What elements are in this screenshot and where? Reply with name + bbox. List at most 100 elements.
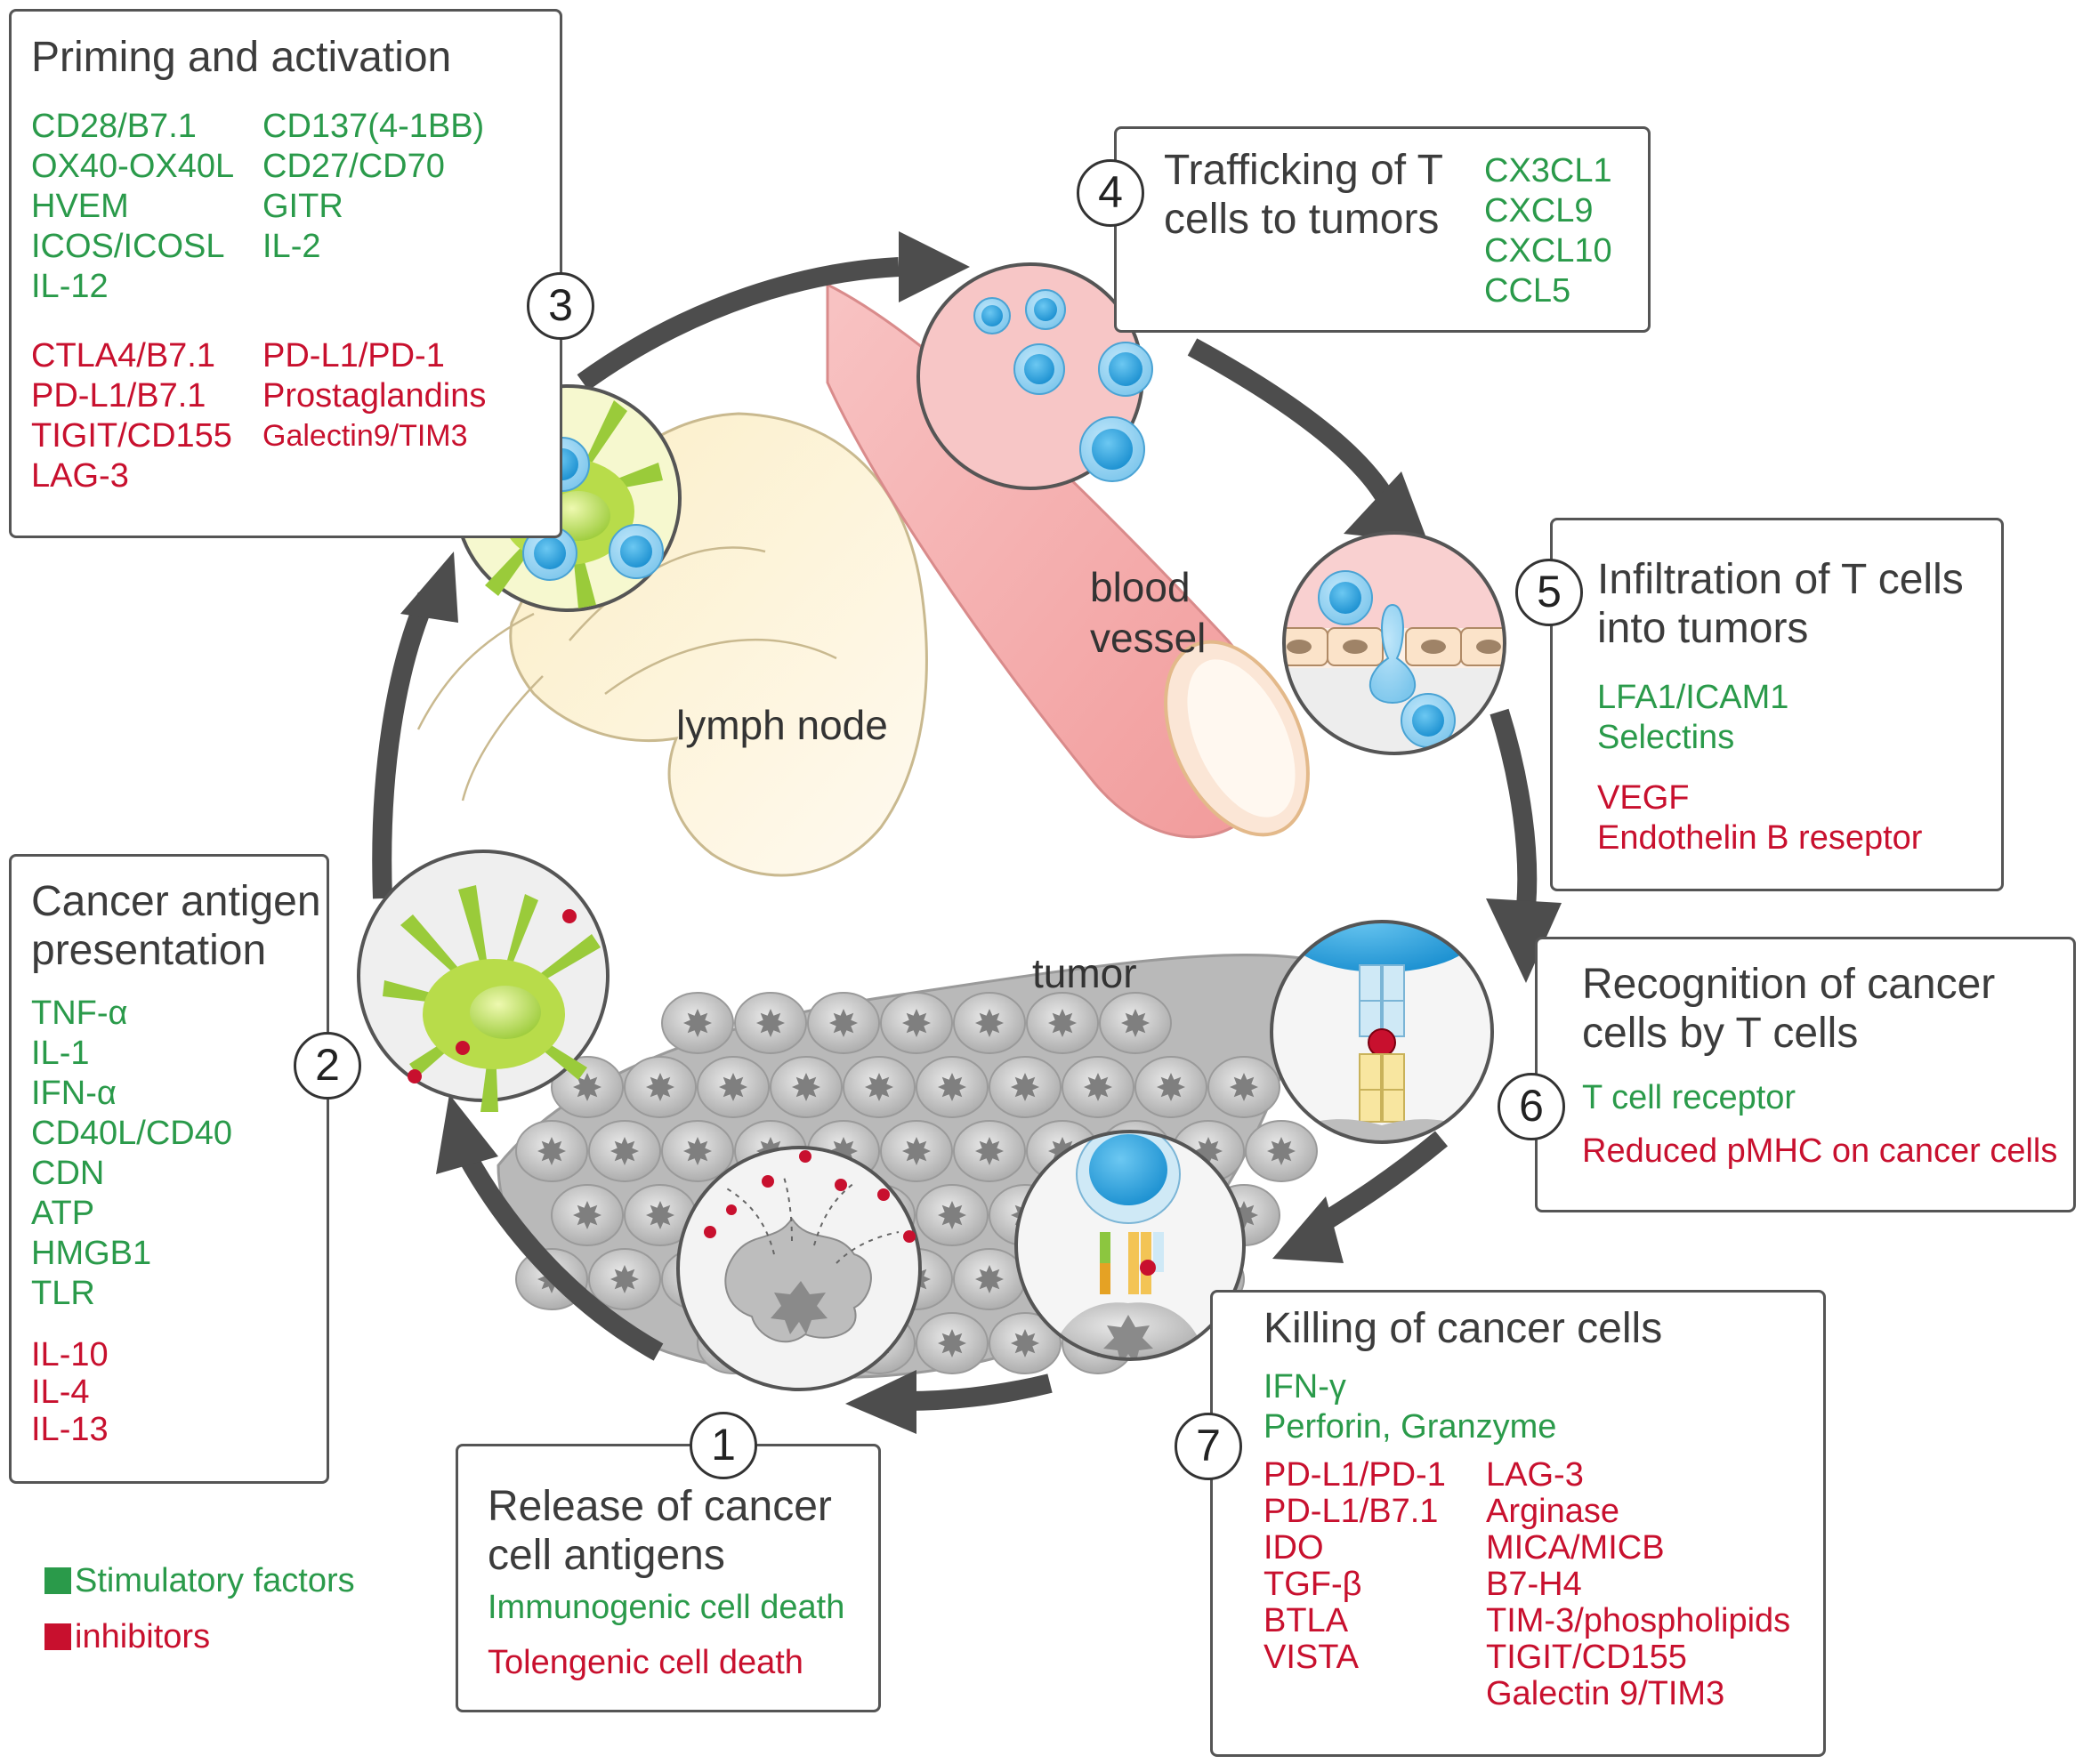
killing-inhibitors-left: PD-L1/PD-1 PD-L1/B7.1 IDO TGF-β BTLA VIS… [1264,1457,1446,1676]
tumor-cell-nucleus [646,1201,674,1229]
trafficking-title-line-1: Trafficking of T [1164,147,1443,194]
tumor-cell-nucleus [537,1137,566,1165]
tumor-cell-nucleus [975,1009,1004,1037]
legend-stimulatory-swatch [44,1567,71,1594]
recognition-inhibitors: Reduced pMHC on cancer cells [1582,1132,2057,1172]
recognition-stim-item: T cell receptor [1582,1079,1796,1116]
infiltration-inhib-item: VEGF [1597,779,1690,817]
antigen-presentation-title-line-1: Cancer antigen [31,878,321,925]
zoom-circle-trafficking [916,262,1153,490]
recognition-stimulatory: T cell receptor [1582,1078,1796,1118]
trafficking-stim-item: CXCL10 [1484,232,1612,270]
priming-stim-item: HVEM [31,188,129,225]
cycle-arrows [372,257,1538,1411]
antigen-presentation-stim-item: IL-1 [31,1035,90,1072]
priming-inhib-item: Prostaglandins [262,377,487,415]
killing-inhib-item: MICA/MICB [1486,1529,1665,1567]
zoom-circle-infiltration [1282,531,1506,755]
antigen-presentation-inhib-item: IL-4 [31,1373,90,1411]
killing-inhib-item: Galectin 9/TIM3 [1486,1675,1725,1712]
killing-inhib-item: PD-L1/PD-1 [1264,1456,1446,1494]
priming-stim-item: ICOS/ICOSL [31,228,225,265]
killing-inhib-item: Arginase [1486,1493,1619,1530]
antigen-presentation-stim-item: CD40L/CD40 [31,1115,232,1152]
killing-inhib-item: TIGIT/CD155 [1486,1639,1687,1676]
antigen-presentation-inhib-item: IL-10 [31,1336,109,1373]
priming-title: Priming and activation [31,34,452,81]
priming-stim-item: OX40-OX40L [31,148,235,185]
trafficking-stim-item: CXCL9 [1484,192,1594,230]
priming-stim-item: GITR [262,188,343,225]
tumor-cell-nucleus [865,1073,893,1101]
infiltration-stim-item: Selectins [1597,719,1735,756]
tumor-cell-nucleus [902,1009,931,1037]
priming-stim-item: IL-2 [262,228,321,265]
killing-inhib-item: PD-L1/B7.1 [1264,1493,1439,1530]
tumor-cell-nucleus [1267,1137,1296,1165]
tumor-cell-nucleus [719,1073,747,1101]
tumor-cell-nucleus [1084,1073,1112,1101]
killing-stimulatory: IFN-γ Perforin, Granzyme [1264,1367,1556,1447]
step-number-4: 4 [1077,159,1144,227]
tumor-cell-nucleus [683,1137,712,1165]
tumor-cell-nucleus [975,1265,1004,1293]
antigen-presentation-stim-item: TNF-α [31,995,128,1032]
killing-inhib-item: IDO [1264,1529,1324,1567]
killing-inhib-item: B7-H4 [1486,1566,1582,1603]
killing-inhib-item: VISTA [1264,1639,1359,1676]
tumor-cell-nucleus [938,1201,966,1229]
priming-inhib-item: TIGIT/CD155 [31,417,232,455]
zoom-circle-killing [1014,1130,1246,1361]
step-number-6: 6 [1498,1073,1565,1140]
zoom-circle-recognition [1270,920,1494,1144]
killing-inhibitors-right: LAG-3 Arginase MICA/MICB B7-H4 TIM-3/pho… [1486,1457,1790,1712]
box-infiltration [1550,518,2004,891]
infiltration-title-line-2: into tumors [1597,605,1809,652]
step-number-3: 3 [527,272,594,340]
priming-inhib-item: LAG-3 [31,457,129,495]
tumor-label: tumor [1032,950,1137,996]
priming-inhibitors-right: PD-L1/PD-1 Prostaglandins Galectin9/TIM3 [262,336,486,456]
zoom-circle-antigen-release [676,1146,922,1391]
recognition-inhib-item: Reduced pMHC on cancer cells [1582,1132,2058,1170]
killing-inhib-item: LAG-3 [1486,1456,1584,1494]
box-recognition [1535,937,2076,1212]
box-trafficking [1114,126,1651,333]
step-number-5: 5 [1515,559,1583,626]
tumor-cell-nucleus [938,1329,966,1357]
priming-inhib-item: CTLA4/B7.1 [31,337,215,375]
legend-stimulatory-label: Stimulatory factors [75,1562,355,1599]
antigen-presentation-inhibitors: IL-10 IL-4 IL-13 [31,1336,109,1448]
tumor-cell-nucleus [573,1073,601,1101]
infiltration-title-line-1: Infiltration of T cells [1597,556,1964,603]
antigen-release-inhibitors: Tolengenic cell death [488,1643,803,1683]
lymph-node-label: lymph node [676,702,888,748]
killing-inhib-item: BTLA [1264,1602,1349,1639]
tumor-cell-nucleus [610,1137,639,1165]
priming-inhib-item: PD-L1/B7.1 [31,377,206,415]
antigen-release-inhib-item: Tolengenic cell death [488,1644,803,1681]
cycle-arrowheads [400,231,1562,1434]
antigen-release-title-line-2: cell antigens [488,1532,725,1579]
antigen-presentation-stim-item: HMGB1 [31,1235,152,1272]
box-antigen-release [456,1444,881,1712]
infiltration-inhib-item: Endothelin B reseptor [1597,819,1923,857]
trafficking-title-line-2: cells to tumors [1164,196,1440,243]
antigen-presentation-stim-item: TLR [31,1275,95,1312]
antigen-presentation-stimulatory: TNF-α IL-1 IFN-α CD40L/CD40 CDN ATP HMGB… [31,994,232,1314]
antigen-presentation-title-line-2: presentation [31,927,267,974]
trafficking-stimulatory: CX3CL1 CXCL9 CXCL10 CCL5 [1484,151,1612,311]
tumor-cell-nucleus [646,1073,674,1101]
killing-inhib-item: TIM-3/phospholipids [1486,1602,1791,1639]
priming-inhib-item: PD-L1/PD-1 [262,337,445,375]
box-antigen-presentation [9,854,329,1484]
tumor-cell-nucleus [829,1009,858,1037]
infiltration-stimulatory: LFA1/ICAM1 Selectins [1597,678,1788,758]
priming-stim-item: IL-12 [31,268,109,305]
tumor-cell-nucleus [1121,1009,1150,1037]
recognition-title-line-1: Recognition of cancer [1582,961,1996,1008]
priming-stimulatory-left: CD28/B7.1 OX40-OX40L HVEM ICOS/ICOSL IL-… [31,107,234,307]
legend-stimulatory: Stimulatory factors [44,1561,355,1600]
legend-inhibitors-label: inhibitors [75,1618,211,1655]
